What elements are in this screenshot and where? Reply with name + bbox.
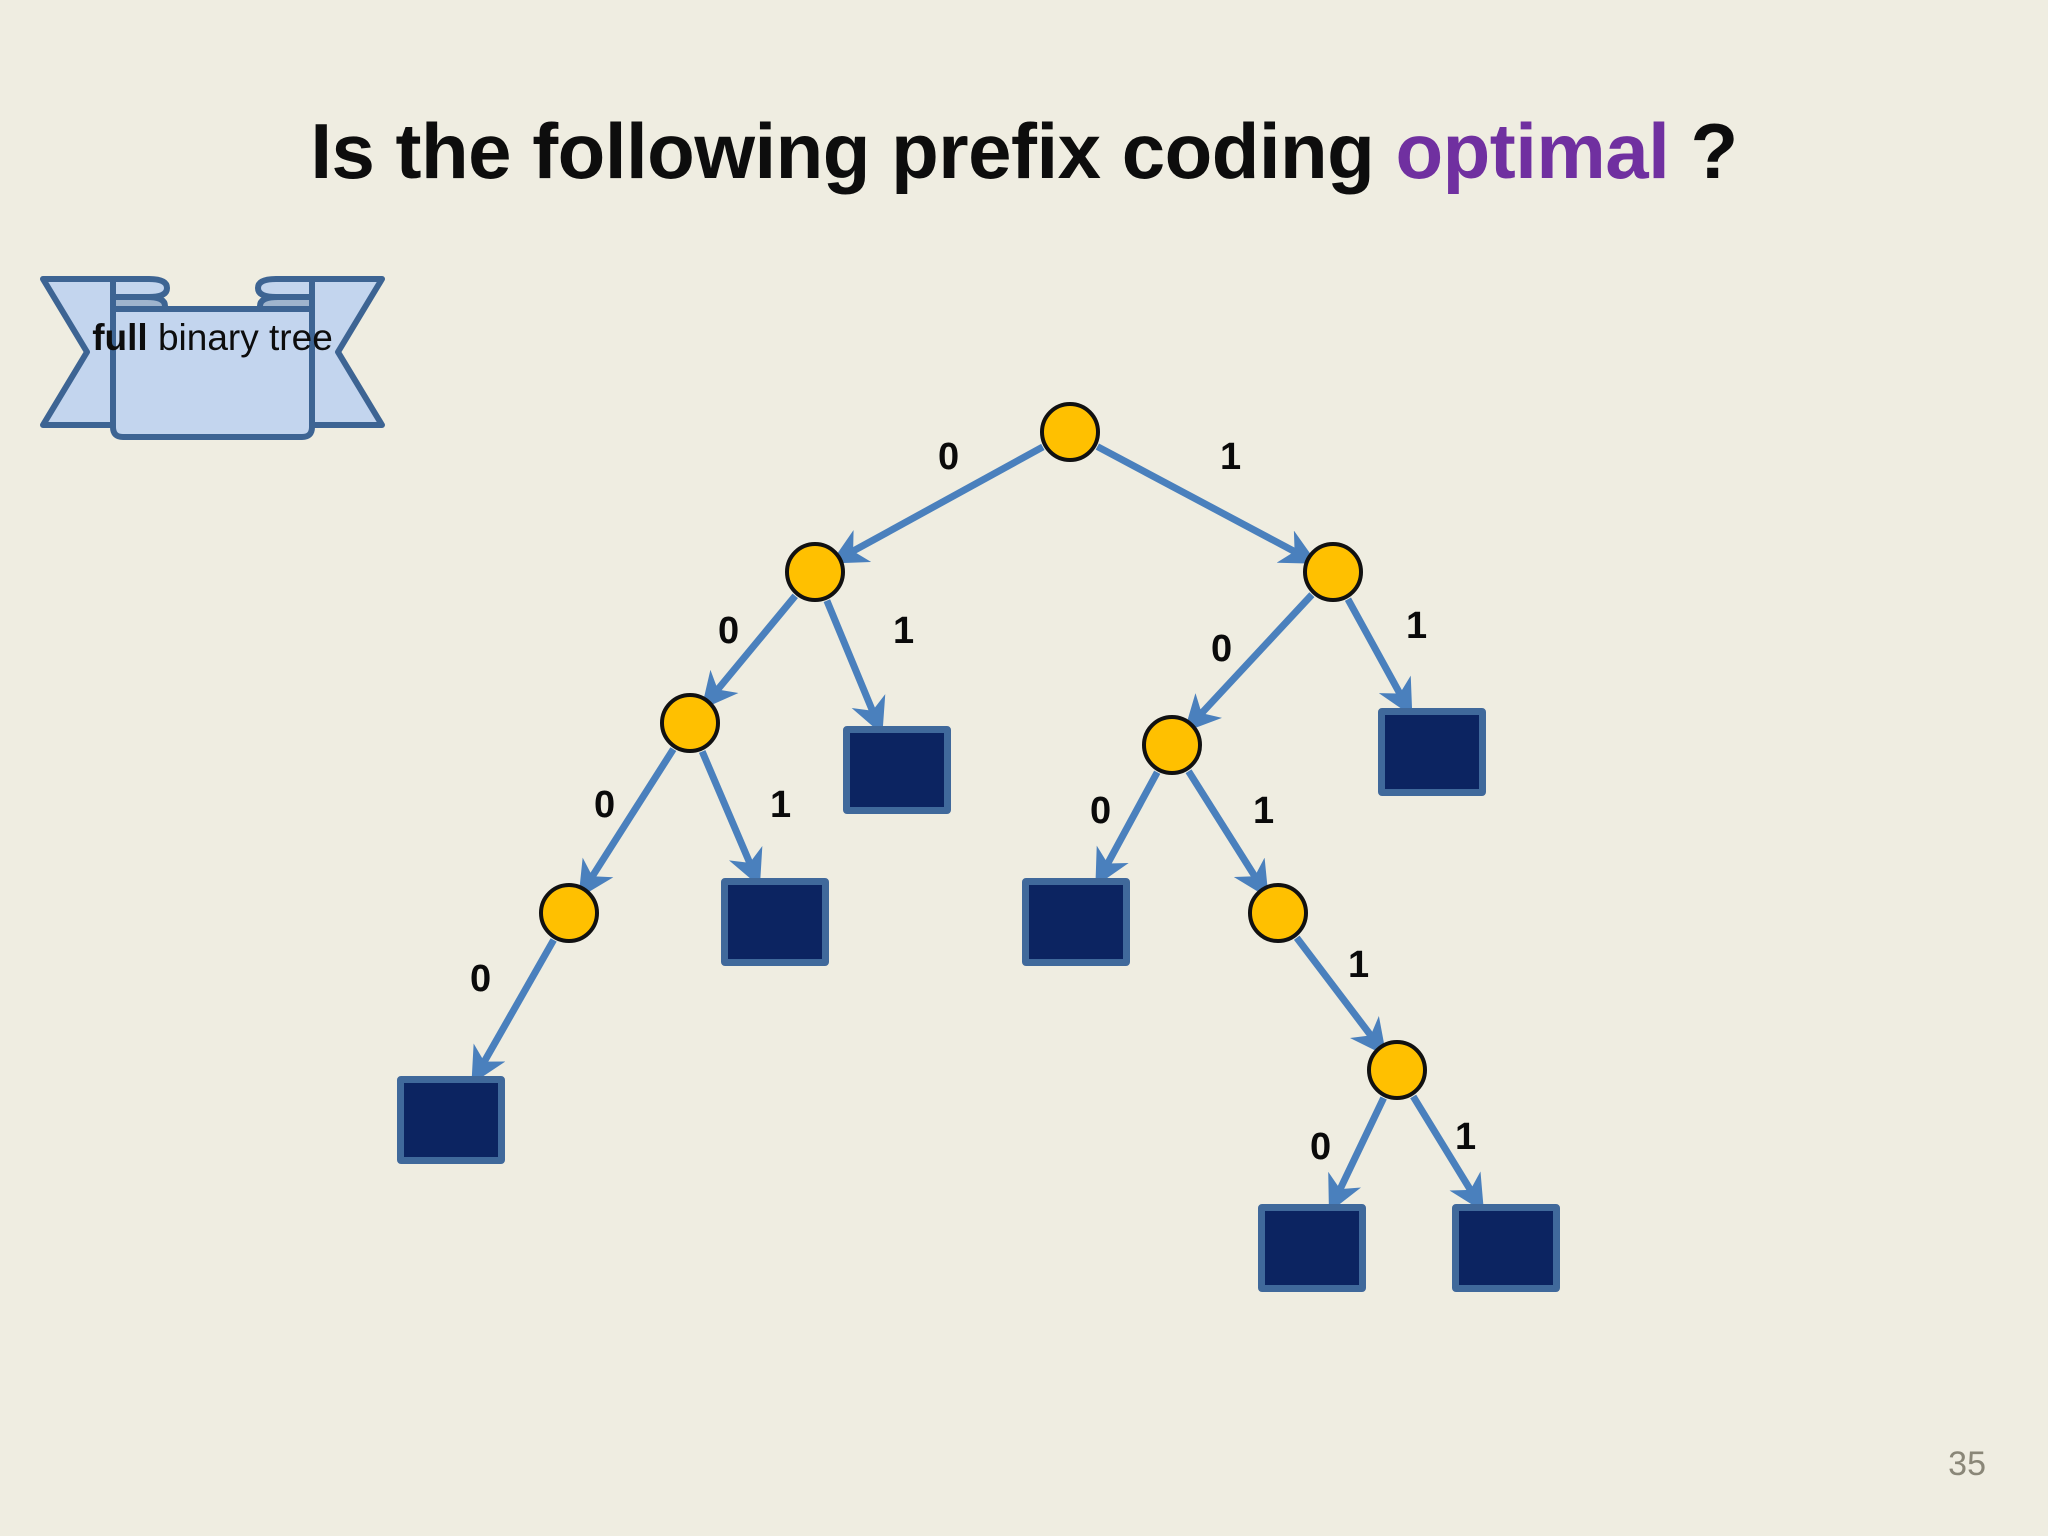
tree-leaf-leafA[interactable] [843,726,951,814]
tree-edge-L2-leafC [698,750,763,887]
edge-label-L1-leafA: 1 [893,610,915,652]
edge-label-root-L1: 0 [938,436,960,478]
edge-label-R1-leafB: 1 [1406,605,1428,647]
edge-label-R4-leafF: 0 [1310,1126,1332,1168]
tree-edge-L2-L3 [578,747,677,899]
ribbon-tail-right [309,276,385,428]
edge-label-R4-leafG: 1 [1455,1116,1477,1158]
tree-node-L3[interactable] [539,883,599,943]
title-text-main: Is the following prefix coding [310,107,1396,195]
tree-leaf-leafF[interactable] [1258,1204,1366,1292]
title-text-accent: optimal [1395,107,1670,195]
edge-label-R1-R2: 0 [1211,628,1233,670]
edge-label-R3-R4: 1 [1348,944,1370,986]
tree-node-R4[interactable] [1367,1040,1427,1100]
tree-leaf-leafE[interactable] [397,1076,505,1164]
tree-edge-R2-leafD [1095,770,1161,887]
tree-leaf-leafB[interactable] [1378,708,1486,796]
tree-edge-R3-R4 [1293,935,1387,1056]
tree-node-R1[interactable] [1303,542,1363,602]
tree-node-root[interactable] [1040,402,1100,462]
tree-node-L1[interactable] [785,542,845,602]
edge-label-L3-leafE: 0 [470,958,492,1000]
tree-leaf-leafD[interactable] [1022,878,1130,966]
edge-label-R2-R3: 1 [1253,790,1275,832]
edge-label-root-R1: 1 [1220,436,1242,478]
title-text-suffix: ? [1669,107,1739,195]
tree-edge-R2-R3 [1185,769,1269,899]
tree-node-L2[interactable] [660,693,720,753]
edge-label-R2-leafD: 0 [1090,790,1112,832]
page-title: Is the following prefix coding optimal ? [0,112,2048,190]
tree-edge-L1-L2 [701,593,798,710]
tree-edge-root-R1 [1095,443,1318,564]
tree-node-R2[interactable] [1142,715,1202,775]
tree-edge-root-L1 [830,443,1045,564]
tree-edge-R4-leafF [1328,1096,1387,1213]
page-number: 35 [1948,1445,1986,1483]
ribbon-tail-left [40,276,116,428]
ribbon-body [110,306,315,440]
edge-label-L2-leafC: 1 [770,784,792,826]
tree-leaf-leafG[interactable] [1452,1204,1560,1292]
ribbon-shape [40,276,385,440]
tree-edge-R1-R2 [1183,592,1315,733]
tree-edge-L3-leafE [471,938,557,1085]
tree-edge-R4-leafG [1410,1094,1484,1213]
tree-node-R3[interactable] [1248,883,1308,943]
tree-edge-R1-leafB [1344,597,1413,717]
tree-leaf-leafC[interactable] [721,878,829,966]
edge-label-L2-L3: 0 [594,784,616,826]
edge-label-L1-L2: 0 [718,610,740,652]
tree-edge-L1-leafA [823,599,886,735]
